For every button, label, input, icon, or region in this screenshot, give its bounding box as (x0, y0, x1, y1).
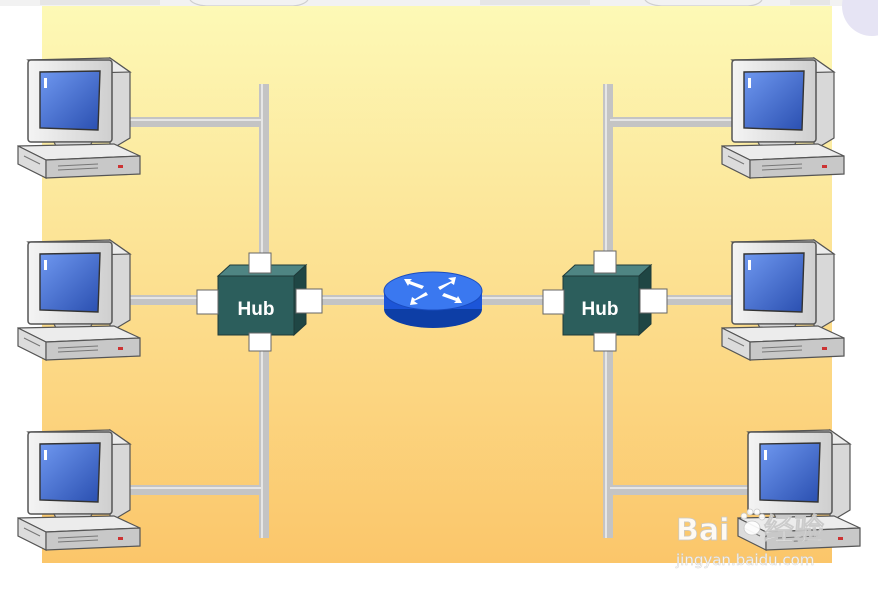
computer-icon (17, 239, 141, 361)
top-border (0, 0, 878, 6)
watermark-suffix: 经验 (764, 513, 824, 548)
hub-label-left: Hub (238, 299, 275, 320)
watermark-brand: Bai (676, 513, 729, 548)
hub-left: Hub (196, 252, 323, 352)
computer-icon (17, 57, 141, 179)
watermark: Bai 经验 jingyan.baidu.com (675, 508, 824, 569)
hub-right: Hub (542, 250, 668, 352)
computer-icon (17, 429, 141, 551)
corner-circle (842, 0, 878, 36)
computer-icon (721, 57, 845, 179)
router-icon (383, 271, 483, 328)
watermark-url: jingyan.baidu.com (675, 551, 814, 569)
hub-label-right: Hub (582, 299, 619, 320)
computer-icon (721, 239, 845, 361)
paw-icon (740, 508, 766, 536)
